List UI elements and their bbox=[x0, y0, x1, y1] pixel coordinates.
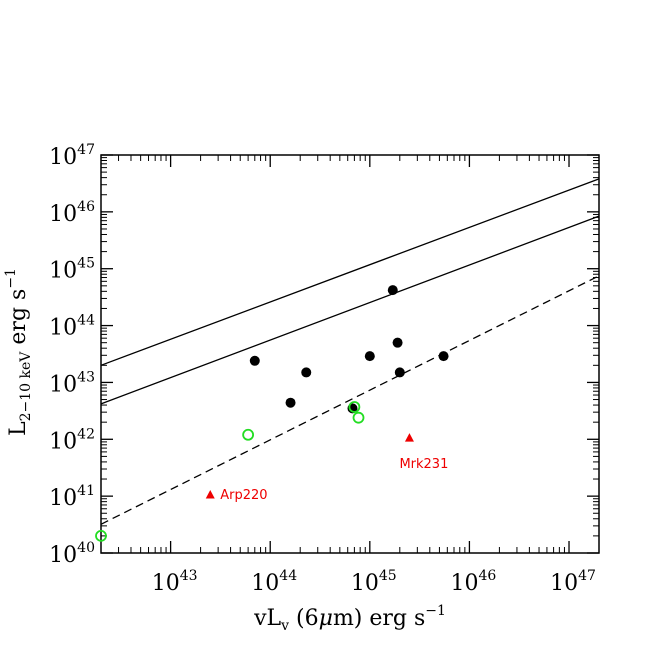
data-point-triangle bbox=[205, 489, 215, 499]
y-axis-title: L2−10 keV erg s−1 bbox=[3, 268, 34, 436]
fit-lines bbox=[100, 178, 600, 525]
major-ticks bbox=[101, 154, 599, 554]
x-tick-label: 1044 bbox=[251, 568, 297, 596]
data-point-filled bbox=[364, 351, 375, 362]
data-markers bbox=[95, 285, 449, 542]
y-tick-label: 1040 bbox=[49, 540, 95, 568]
x-tick-labels: 1043 1044 1045 1046 1047 bbox=[152, 568, 596, 596]
data-point-filled bbox=[394, 367, 405, 378]
plot-frame bbox=[100, 154, 600, 554]
y-tick-label: 1046 bbox=[49, 199, 95, 227]
y-tick-label: 1042 bbox=[49, 426, 95, 454]
data-point-open bbox=[95, 529, 107, 542]
data-point-open bbox=[348, 401, 361, 413]
x-tick-label: 1046 bbox=[451, 568, 497, 596]
x-tick-label: 1043 bbox=[152, 568, 198, 596]
data-point-filled bbox=[392, 337, 403, 348]
y-tick-label: 1047 bbox=[49, 142, 95, 170]
solid-relation-line-1 bbox=[100, 178, 600, 366]
point-label: Arp220 bbox=[220, 488, 267, 503]
y-tick-label: 1041 bbox=[49, 483, 95, 511]
y-tick-label: 1045 bbox=[49, 256, 95, 284]
minor-ticks bbox=[100, 155, 600, 553]
dashed-relation-line bbox=[100, 275, 600, 525]
data-point-open bbox=[242, 428, 255, 441]
data-point-filled bbox=[249, 355, 260, 366]
y-tick-label: 1044 bbox=[49, 313, 95, 341]
data-point-filled bbox=[301, 367, 312, 378]
y-tick-labels: 1040 1041 1042 1043 1044 1045 1046 1047 bbox=[49, 142, 95, 568]
point-label: Mrk231 bbox=[399, 457, 448, 472]
point-annotations: Arp220 Mrk231 bbox=[220, 457, 448, 503]
solid-relation-line-2 bbox=[100, 215, 600, 405]
y-tick-label: 1043 bbox=[49, 369, 95, 397]
x-tick-label: 1045 bbox=[351, 568, 397, 596]
x-tick-label: 1047 bbox=[550, 568, 596, 596]
data-point-open bbox=[352, 411, 365, 424]
data-point-filled bbox=[387, 285, 398, 296]
data-point-filled bbox=[438, 351, 449, 362]
data-point-triangle bbox=[404, 433, 414, 442]
data-point-filled bbox=[285, 397, 296, 408]
x-axis-title: vLv (6μm) erg s−1 bbox=[253, 603, 446, 634]
